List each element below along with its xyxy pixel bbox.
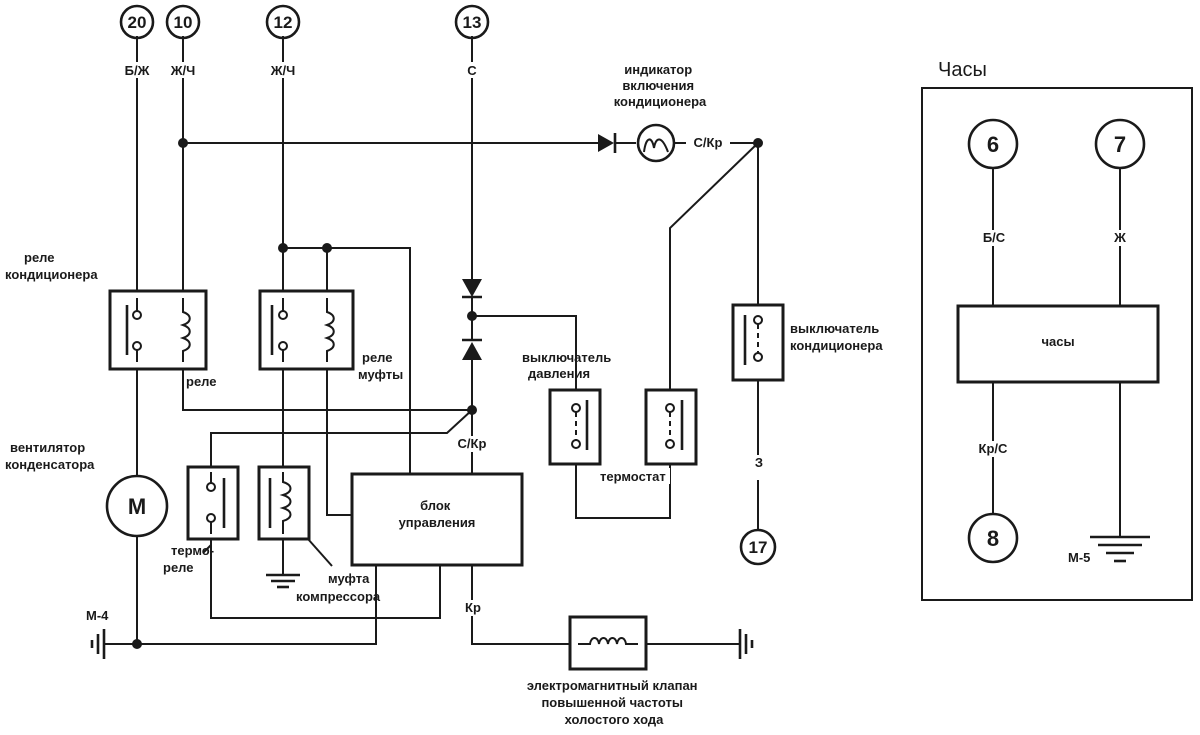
ac-relay-label-line-2: кондиционера [5,267,98,282]
clock-unit: часы [956,304,1160,384]
wire-code-clock-7: Ж [1113,230,1126,245]
indicator-label: индикатор включения кондиционера [614,62,707,109]
ac-relay-sub-label: реле [186,374,217,389]
clutch-relay-label: реле муфты [358,350,403,382]
terminal-20: 20 [119,4,155,40]
wire-code-12: Ж/Ч [270,63,296,78]
wire-code-indicator-out: С/Кр [694,135,723,150]
wire-code-clock-6: Б/С [983,230,1006,245]
compressor-clutch-label: муфта компрессора [296,571,381,604]
ac-relay-label-line-1: реле [24,250,55,265]
solenoid-label-line-1: электромагнитный клапан [527,678,698,693]
solenoid-label-line-3: холостого хода [565,712,664,727]
solenoid-label-line-2: повышенной частоты [541,695,683,710]
compressor-clutch-label-line-2: компрессора [296,589,381,604]
compressor-clutch [257,465,311,541]
terminal-17-number: 17 [749,538,768,557]
wire-code-control-out: Кр [465,600,481,615]
condenser-fan-label-line-2: конденсатора [5,457,95,472]
terminal-6: 6 [967,118,1019,170]
clutch-relay [258,289,355,371]
terminal-8-number: 8 [987,526,999,551]
terminal-7: 7 [1094,118,1146,170]
wire-code-switch-out: З [755,455,763,470]
clutch-relay-label-line-1: реле [362,350,393,365]
clock-panel-title: Часы [938,59,987,81]
ac-relay [108,289,208,371]
terminal-8: 8 [967,512,1019,564]
control-unit-label: блок управления [399,498,476,530]
terminal-13: 13 [454,4,490,40]
ground-m4-label: М-4 [86,608,109,623]
terminal-17: 17 [739,528,777,566]
condenser-fan-motor: M [105,474,169,538]
thermo-relay-label-line-2: реле [163,560,194,575]
condenser-fan-label-line-1: вентилятор [10,440,85,455]
diodes [462,279,482,360]
thermo-relay-label: термо- реле [163,543,218,575]
ac-relay-label: реле кондиционера [5,250,98,282]
ac-switch-label-line-1: выключатель [790,321,879,336]
pressure-switch-label-line-2: давления [528,366,590,381]
thermostat [644,388,698,466]
compressor-clutch-label-line-1: муфта [328,571,370,586]
clock-unit-label: часы [1041,334,1074,349]
junction-dots [132,138,763,649]
indicator-label-line-1: индикатор [624,62,692,77]
ground-m4 [90,629,106,659]
ac-switch-label: выключатель кондиционера [790,321,883,353]
control-unit-label-line-2: управления [399,515,476,530]
terminal-6-number: 6 [987,132,999,157]
condenser-fan-label: вентилятор конденсатора [5,440,95,472]
wire-code-13: С [467,63,477,78]
terminal-12-number: 12 [274,13,293,32]
idle-solenoid-valve [568,615,648,671]
terminal-7-number: 7 [1114,132,1126,157]
ac-switch [731,303,785,382]
thermo-relay-label-line-1: термо- [171,543,214,558]
terminal-10-number: 10 [174,13,193,32]
clutch-relay-label-line-2: муфты [358,367,403,382]
control-unit: блок управления [350,472,524,567]
ground-solenoid [738,629,754,659]
pressure-switch-label-line-1: выключатель [522,350,611,365]
indicator-lamp [598,123,684,163]
wire-code-10: Ж/Ч [170,63,196,78]
wire-code-clock-8: Кр/С [979,441,1008,456]
solenoid-label: электромагнитный клапан повышенной часто… [527,678,701,727]
wire-code-control-in: С/Кр [458,436,487,451]
thermo-relay [186,465,240,541]
ground-m5-label: М-5 [1068,550,1090,565]
clutch-ground [266,573,300,589]
indicator-label-line-2: включения [622,78,694,93]
thermostat-label: термостат [600,469,666,484]
control-unit-label-line-1: блок [420,498,451,513]
terminal-10: 10 [165,4,201,40]
ground-m5 [1090,535,1150,563]
clock-panel-frame [921,87,1193,601]
pressure-switch [548,388,602,466]
top-wire-codes: Б/Ж Ж/Ч Ж/Ч С [117,62,480,78]
terminal-12: 12 [265,4,301,40]
ac-switch-label-line-2: кондиционера [790,338,883,353]
terminal-20-number: 20 [128,13,147,32]
wire-code-20: Б/Ж [125,63,150,78]
pressure-switch-label: выключатель давления [522,350,615,381]
motor-letter: M [128,494,146,519]
indicator-label-line-3: кондиционера [614,94,707,109]
terminal-13-number: 13 [463,13,482,32]
